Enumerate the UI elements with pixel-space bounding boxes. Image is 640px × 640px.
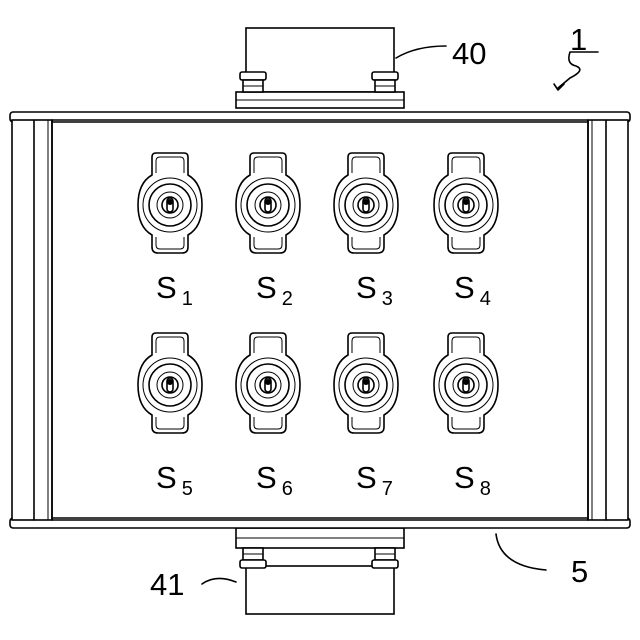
switch-label-5: S5 [156, 460, 193, 500]
top-connector [236, 28, 404, 108]
toggle-switch-6 [236, 333, 300, 433]
reference-leaders [202, 46, 598, 584]
switch-label-2: S2 [256, 270, 293, 310]
bottom-right-nut [372, 548, 398, 568]
bottom-left-nut [240, 548, 266, 568]
leader-41 [202, 578, 236, 584]
toggle-switch-5 [138, 333, 202, 433]
switch-label-8: S8 [454, 460, 491, 500]
top-right-nut [372, 72, 398, 92]
ref-numeral-41: 41 [150, 567, 184, 602]
leader-1 [558, 52, 598, 88]
switch-label-4: S4 [454, 270, 491, 310]
leader-40 [396, 46, 446, 58]
switch-label-6: S6 [256, 460, 293, 500]
toggle-switch-8 [434, 333, 498, 433]
toggle-switch-2 [236, 153, 300, 253]
bottom-connector [236, 528, 404, 614]
leader-5 [496, 534, 546, 570]
switch-label-7: S7 [356, 460, 393, 500]
toggle-switch-4 [434, 153, 498, 253]
toggle-switch-1 [138, 153, 202, 253]
ref-numeral-1: 1 [570, 22, 587, 57]
toggle-switch-7 [334, 333, 398, 433]
switch-label-3: S3 [356, 270, 393, 310]
ref-numeral-5: 5 [571, 554, 588, 589]
housing [10, 112, 630, 528]
ref-numeral-40: 40 [452, 36, 486, 71]
top-left-nut [240, 72, 266, 92]
switch-label-1: S1 [156, 270, 193, 310]
toggle-switch-3 [334, 153, 398, 253]
